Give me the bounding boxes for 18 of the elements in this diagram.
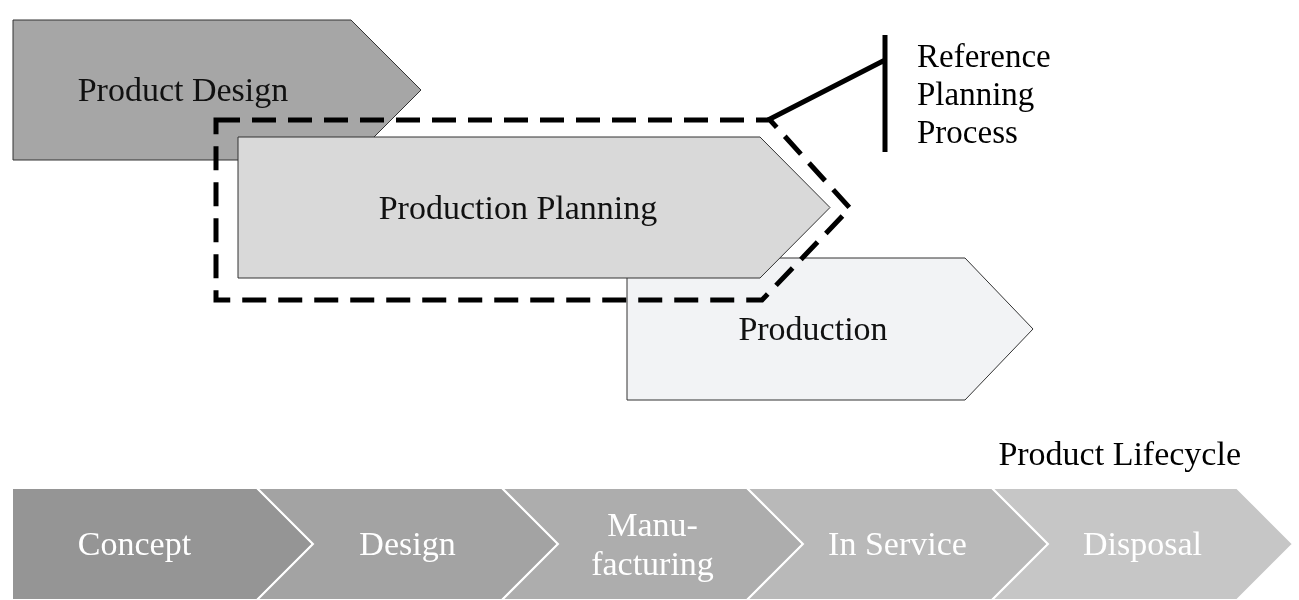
lifecycle-stage <box>257 488 558 600</box>
lifecycle-stage <box>502 488 803 600</box>
annotation-text: Reference Planning Process <box>917 37 1052 152</box>
process-step <box>627 258 1033 400</box>
step-label: Manu- facturing <box>590 504 715 584</box>
step-label: Product Design <box>76 70 290 111</box>
process-step <box>238 137 830 278</box>
dashed-outline <box>216 120 850 300</box>
step-label: Production <box>737 309 889 350</box>
lifecycle-stage <box>747 488 1048 600</box>
step-label: Disposal <box>1082 524 1203 565</box>
section-heading: Product Lifecycle <box>998 435 1241 473</box>
step-label: Design <box>358 524 457 565</box>
lifecycle-stage <box>992 488 1293 600</box>
step-label: Production Planning <box>377 187 659 228</box>
leader-line <box>765 32 888 155</box>
step-label: In Service <box>827 524 968 565</box>
process-step <box>13 20 421 160</box>
